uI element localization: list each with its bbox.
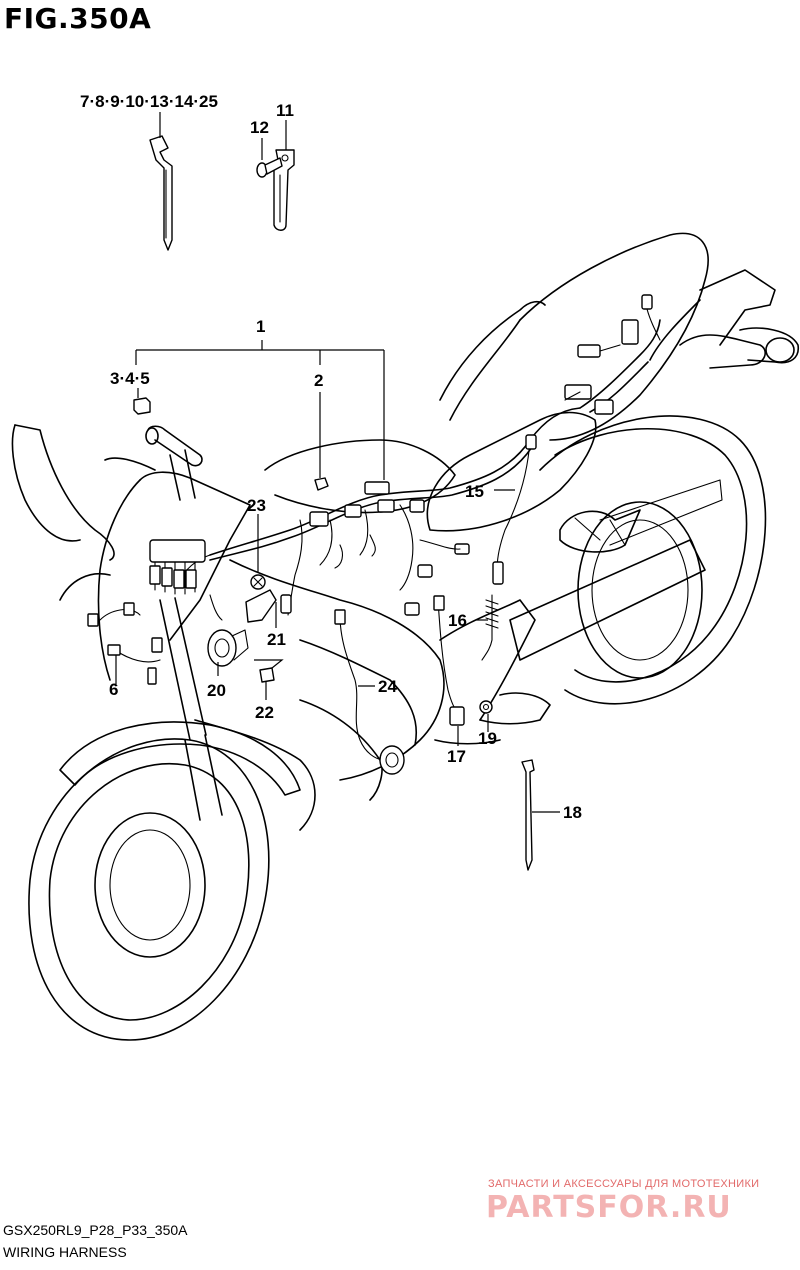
watermark-logo: PARTSFOR.RU [486,1190,732,1225]
cable-tie-7-25 [149,135,173,251]
callout-3-4-5: 3·4·5 [110,369,150,388]
fuse-2 [314,477,329,491]
callout-12: 12 [250,118,269,137]
callout-11: 11 [276,101,294,120]
callout-7-8-9-10-13-14-25: 7·8·9·10·13·14·25 [80,92,218,111]
callout-21: 21 [267,630,286,649]
callout-1: 1 [256,317,265,336]
watermark-caption: ЗАПЧАСТИ И АКСЕССУАРЫ ДЛЯ МОТОТЕХНИКИ [488,1178,760,1190]
callout-22: 22 [255,703,274,722]
clamp-11 [273,149,295,231]
cable-tie-18 [521,759,535,871]
callout-17: 17 [447,747,466,766]
harness-wiring [87,294,661,775]
callout-23: 23 [247,496,266,515]
callout-16: 16 [448,611,467,630]
screw-12 [256,157,283,178]
callout-20: 20 [207,681,226,700]
callout-6: 6 [109,680,118,699]
figure-name: WIRING HARNESS [3,1244,127,1260]
callout-24: 24 [378,677,397,696]
callout-2: 2 [314,371,323,390]
callout-18: 18 [563,803,582,822]
figure-title: FIG.350A [4,2,152,35]
figure-code: GSX250RL9_P28_P33_350A [3,1222,188,1238]
callout-19: 19 [478,729,497,748]
relay-3-5 [133,397,151,415]
leader-lines [115,112,560,813]
callout-15: 15 [465,482,484,501]
motorcycle-outline [11,232,800,1041]
